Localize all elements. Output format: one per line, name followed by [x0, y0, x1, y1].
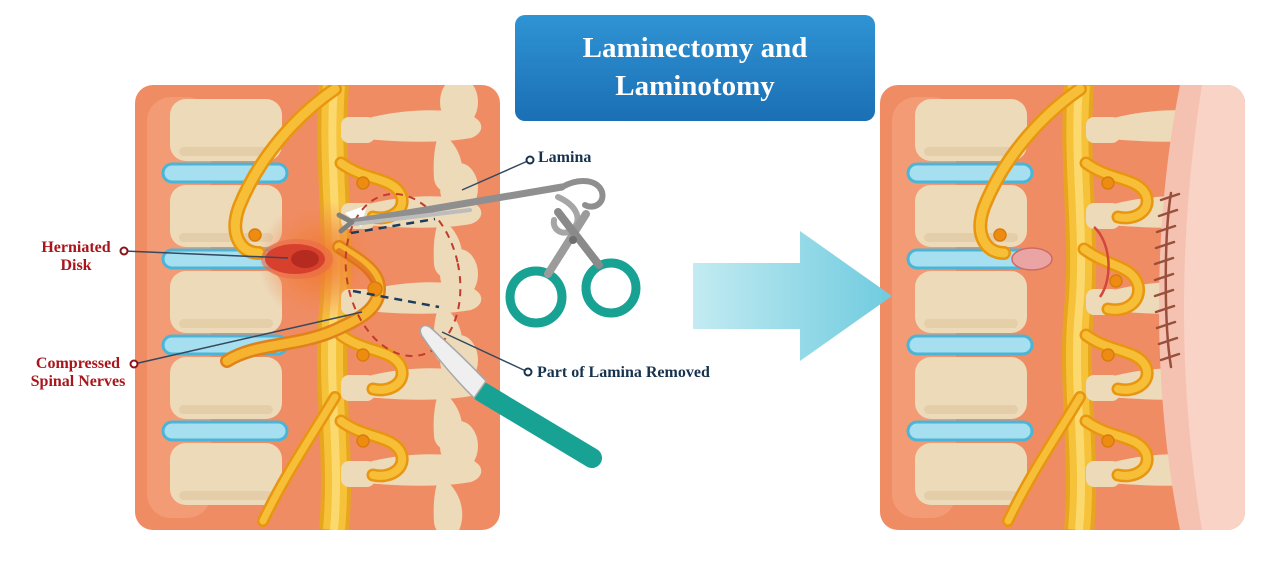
- label-part-of-lamina-removed: Part of Lamina Removed: [537, 364, 710, 381]
- surgical-scissors-icon: [505, 208, 641, 328]
- arrow-right-icon: [693, 231, 892, 361]
- title-banner: Laminectomy and Laminotomy: [515, 15, 875, 121]
- label-herniated-disk: Herniated Disk: [30, 239, 122, 276]
- decompressed-disk: [1011, 247, 1053, 271]
- title-line-2: Laminotomy: [615, 70, 775, 102]
- vertebral-bodies: [915, 99, 1027, 505]
- after-panel: [880, 85, 1245, 530]
- title-line-1: Laminectomy and: [582, 32, 808, 65]
- label-compressed-line1: Compressed: [35, 355, 121, 372]
- spine-before-illustration: [135, 85, 500, 530]
- spine-after-illustration: [880, 85, 1245, 530]
- before-panel: [135, 85, 500, 530]
- label-lamina: Lamina: [538, 149, 592, 166]
- laminotomy-incision-line: [1093, 226, 1110, 298]
- suture-stitches-icon: [1153, 191, 1181, 369]
- label-herniated-disk-line1: Herniated: [41, 239, 111, 256]
- nerve-ganglia: [993, 176, 1123, 448]
- spinal-canal: [1061, 85, 1097, 530]
- spinal-nerves: [973, 85, 1154, 527]
- herniated-disk-bulge: [261, 239, 333, 279]
- label-herniated-disk-line2: Disk: [60, 257, 92, 275]
- vertebra-process-5: [341, 421, 482, 530]
- label-compressed-spinal-nerves: Compressed Spinal Nerves: [20, 355, 136, 392]
- label-compressed-line2: Spinal Nerves: [30, 373, 126, 391]
- skin-layer: [1159, 85, 1245, 530]
- body-shading: [924, 147, 1018, 500]
